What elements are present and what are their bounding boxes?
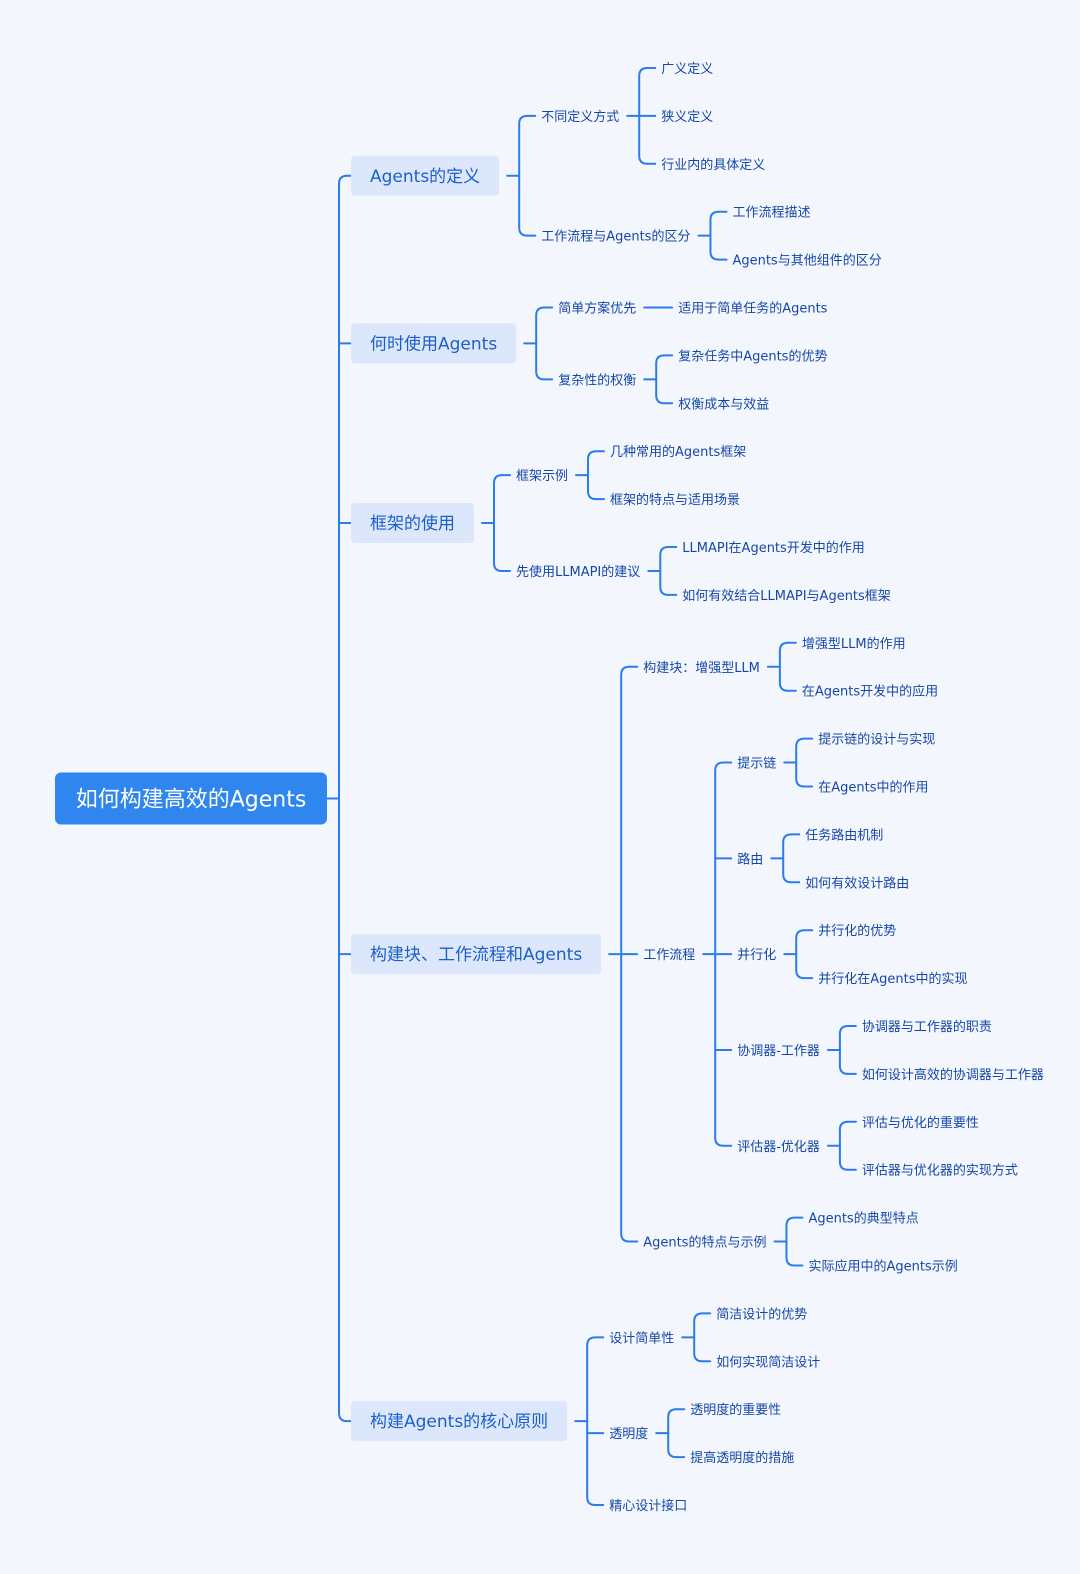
leaf-node-label[interactable]: 权衡成本与效益 [678,396,769,412]
leaf-node-label[interactable]: 行业内的具体定义 [661,157,765,173]
connector-line [659,546,670,596]
subtopic-node-label[interactable]: 简单方案优先 [558,301,636,317]
leaf-node-label[interactable]: 框架的特点与适用场景 [610,492,740,508]
leaf-node-label[interactable]: 实际应用中的Agents示例 [808,1259,957,1275]
leaf-node-label[interactable]: Agents与其他组件的区分 [732,253,881,269]
leaf-node-label[interactable]: 复杂任务中Agents的优势 [678,348,827,364]
leaf-node-label[interactable]: 评估与优化的重要性 [862,1115,979,1131]
connector-line [667,1408,678,1459]
connector-lines [326,67,857,1506]
topic-node-label: 框架的使用 [370,513,455,534]
topic-node-label: 何时使用Agents [370,333,497,354]
subtopic-node-label[interactable]: 路由 [737,851,763,867]
leaf-node-label[interactable]: 精心设计接口 [609,1498,687,1514]
connector-line [338,174,348,1423]
leaf-node-label[interactable]: 增强型LLM的作用 [802,636,906,652]
root-node-label: 如何构建高效的Agents [76,787,307,812]
connector-line [709,210,720,261]
leaf-node-label[interactable]: 评估器与优化器的实现方式 [862,1163,1018,1179]
subtopic-node-label[interactable]: 框架示例 [516,469,568,484]
subtopic-node-label[interactable]: 工作流程 [643,948,695,963]
subtopic-node-label[interactable]: 工作流程与Agents的区分 [541,229,690,245]
leaf-node-label[interactable]: 简洁设计的优势 [716,1306,807,1322]
leaf-node-label[interactable]: 狭义定义 [661,110,713,125]
leaf-node-label[interactable]: 广义定义 [661,62,713,77]
subtopic-node-label[interactable]: 设计简单性 [609,1330,674,1346]
topic-node-box[interactable] [351,1401,568,1442]
subtopic-node-label[interactable]: 复杂性的权衡 [558,372,636,388]
subtopic-node-label[interactable]: 先使用LLMAPI的建议 [516,564,640,580]
mind-map-nodes: 如何构建高效的Agents Agents的定义 不同定义方式 广义定义狭义定义行业内的… [55,62,1044,1514]
subtopic-node-label[interactable]: 构建块：增强型LLM [643,661,760,676]
connector-line [587,450,598,501]
root-node-box[interactable] [55,772,327,825]
leaf-node-label[interactable]: 适用于简单任务的Agents [678,301,827,317]
connector-line [586,1336,597,1506]
connector-line [655,354,666,405]
subtopic-node-label[interactable]: Agents的特点与示例 [643,1235,766,1251]
leaf-node-label[interactable]: 如何实现简洁设计 [716,1354,820,1370]
leaf-node-label[interactable]: 提示链的设计与实现 [818,732,935,748]
leaf-node-label[interactable]: 在Agents中的作用 [818,780,928,796]
connector-line [693,1312,704,1363]
connector-line [795,929,806,980]
connector-line [838,1120,849,1171]
leaf-node-label[interactable]: 几种常用的Agents框架 [610,444,746,460]
leaf-node-label[interactable]: 在Agents开发中的应用 [802,684,938,700]
topic-node-label: 构建Agents的核心原则 [370,1412,548,1432]
subtopic-node-label[interactable]: 提示链 [737,756,776,772]
leaf-node-label[interactable]: 任务路由机制 [805,827,883,843]
topic-node-box[interactable] [351,503,474,544]
connector-line [778,641,789,692]
topic-node-label: 构建块、工作流程和Agents [370,945,582,965]
leaf-node-label[interactable]: 并行化在Agents中的实现 [818,971,967,987]
leaf-node-label[interactable]: 如何有效设计路由 [805,875,909,891]
topic-node-label: Agents的定义 [370,167,480,187]
topic-node-box[interactable] [351,934,602,975]
leaf-node-label[interactable]: LLMAPI在Agents开发中的作用 [682,540,865,556]
topic-node-box[interactable] [351,323,517,364]
subtopic-node-label[interactable]: 协调器-工作器 [737,1044,820,1059]
leaf-node-label[interactable]: 如何有效结合LLMAPI与Agents框架 [682,588,891,604]
subtopic-node-label[interactable]: 不同定义方式 [541,109,619,125]
connector-line [782,833,793,884]
connector-line [493,474,503,572]
connector-line [838,1025,849,1075]
leaf-node-label[interactable]: 并行化的优势 [818,923,896,939]
subtopic-node-label[interactable]: 并行化 [737,948,776,963]
connector-line [785,1216,796,1267]
leaf-node-label[interactable]: 提高透明度的措施 [690,1450,794,1466]
leaf-node-label[interactable]: 透明度的重要性 [690,1402,781,1418]
subtopic-node-label[interactable]: 评估器-优化器 [737,1140,820,1155]
leaf-node-label[interactable]: 如何设计高效的协调器与工作器 [862,1067,1044,1083]
connector-line [535,306,546,381]
topic-node-box[interactable] [351,155,500,196]
subtopic-node-label[interactable]: 透明度 [609,1426,648,1442]
connector-line [795,737,806,788]
leaf-node-label[interactable]: 工作流程描述 [732,206,810,221]
connector-line [518,114,529,237]
leaf-node-label[interactable]: 协调器与工作器的职责 [862,1019,992,1035]
leaf-node-label[interactable]: Agents的典型特点 [808,1211,918,1227]
